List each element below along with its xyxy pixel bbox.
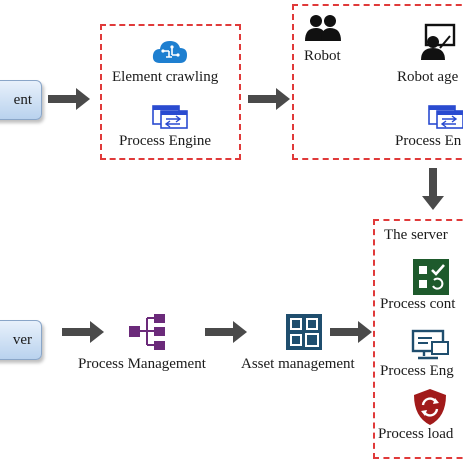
presenter-icon bbox=[421, 23, 456, 60]
server-item-process-engine: Process Eng bbox=[380, 363, 454, 379]
process-management-label: Process Management bbox=[78, 356, 206, 372]
left-node-bottom-label: ver bbox=[12, 331, 32, 348]
shield-refresh-icon bbox=[414, 389, 446, 425]
robot-item-robot: Robot bbox=[304, 48, 341, 64]
monitor-network-icon bbox=[411, 329, 449, 360]
robot-item-robot-agent: Robot age bbox=[397, 69, 459, 85]
arrow-icon bbox=[62, 321, 104, 343]
client-box bbox=[100, 24, 241, 160]
arrow-down-icon bbox=[422, 168, 444, 210]
arrow-icon bbox=[48, 88, 90, 110]
arrow-icon bbox=[330, 321, 372, 343]
server-item-process-control: Process cont bbox=[380, 296, 456, 312]
client-item-element-crawling: Element crawling bbox=[112, 69, 219, 85]
left-node-top: ent bbox=[0, 80, 42, 120]
arrow-icon bbox=[248, 88, 290, 110]
server-title: The server bbox=[384, 227, 448, 243]
asset-management-label: Asset management bbox=[241, 356, 355, 372]
checklist-icon bbox=[413, 259, 449, 295]
arrow-icon bbox=[205, 321, 247, 343]
server-item-process-load: Process load bbox=[378, 426, 454, 442]
client-item-process-engine: Process Engine bbox=[119, 133, 212, 149]
robot-item-process-engine: Process En bbox=[395, 133, 462, 149]
window-arrows-icon bbox=[152, 105, 188, 129]
window-arrows-icon bbox=[428, 105, 463, 129]
users-icon bbox=[305, 15, 341, 41]
left-node-top-label: ent bbox=[13, 91, 32, 108]
server-box bbox=[373, 219, 463, 459]
left-node-bottom: ver bbox=[0, 320, 42, 360]
grid-icon bbox=[286, 314, 322, 350]
hierarchy-icon bbox=[129, 314, 165, 350]
brain-cloud-icon bbox=[152, 41, 187, 63]
robot-box bbox=[292, 4, 463, 160]
